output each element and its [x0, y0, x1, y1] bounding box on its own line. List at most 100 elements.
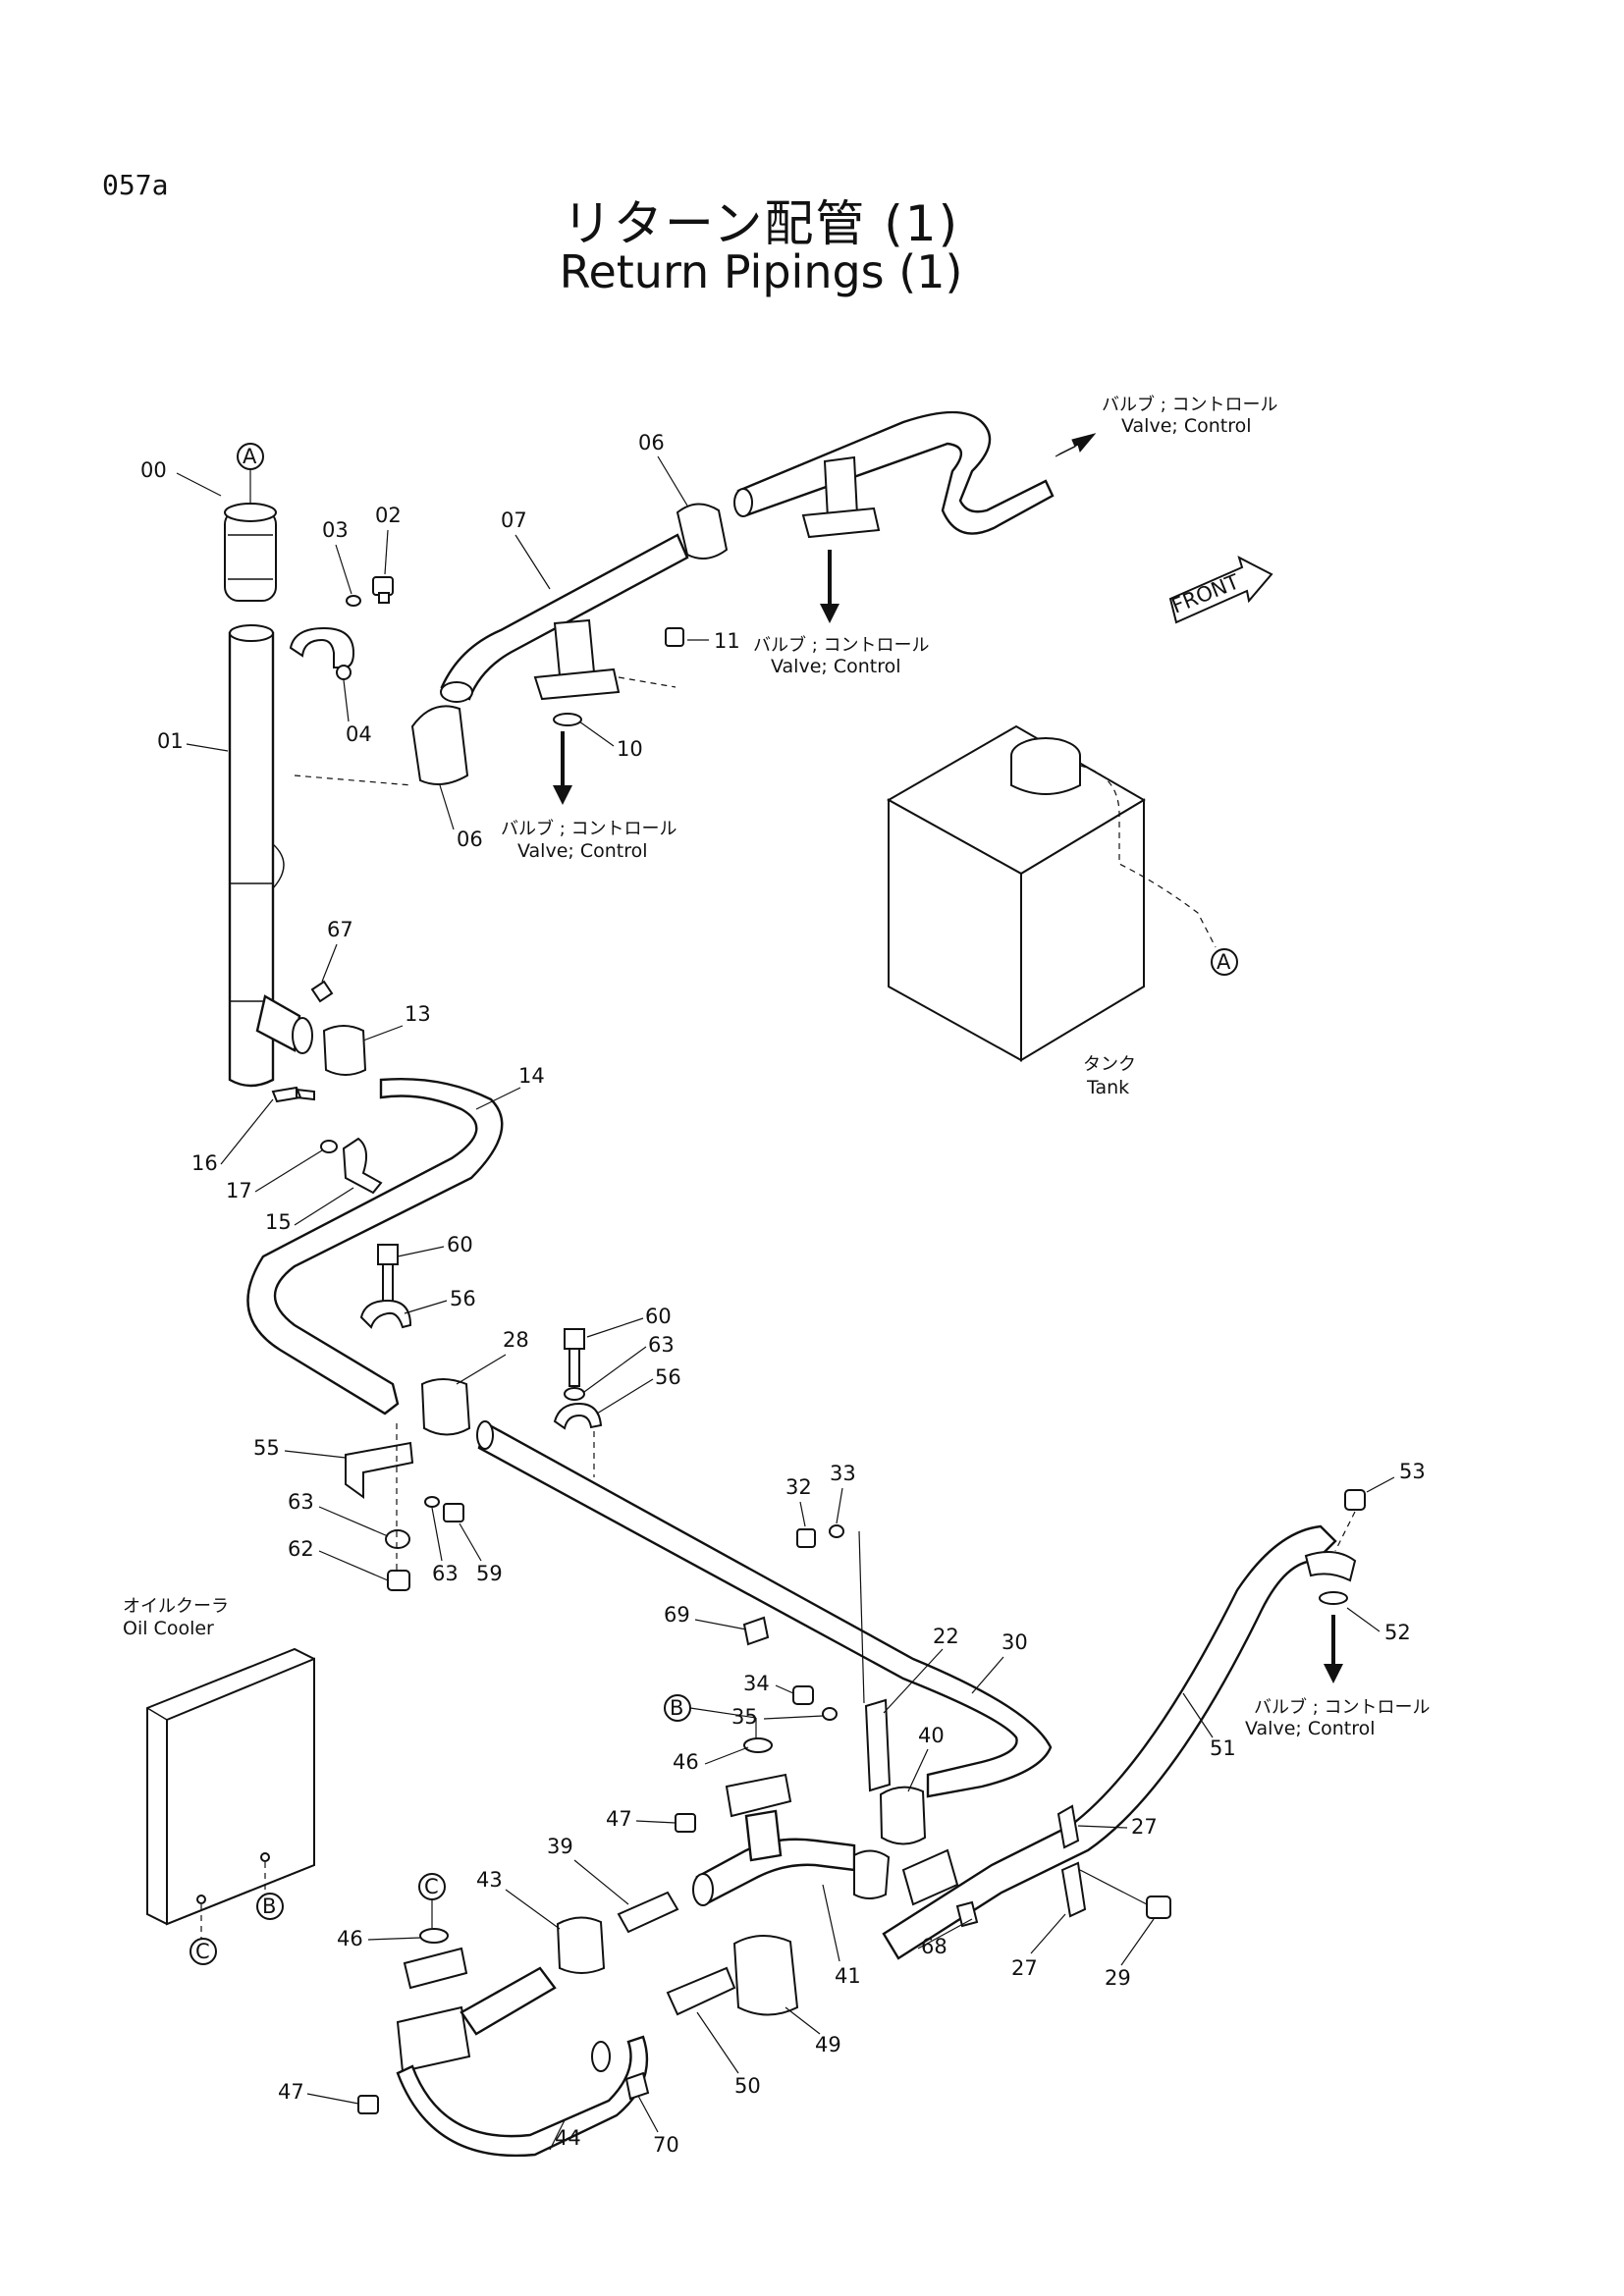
- bolt-60-mid: [564, 1328, 585, 1350]
- part-number: 56: [655, 1365, 681, 1389]
- part-number: 50: [734, 2074, 761, 2098]
- svg-text:バルブ ; コントロール: バルブ ; コントロール: [1102, 394, 1278, 415]
- hose-13: [322, 1025, 367, 1076]
- marker-a-tank: A: [1211, 948, 1238, 976]
- svg-text:Oil Cooler: Oil Cooler: [123, 1618, 214, 1639]
- oring-10: [553, 713, 582, 726]
- washer-03: [346, 595, 361, 607]
- part-number: 55: [253, 1436, 280, 1460]
- front-label: FRONT: [1168, 569, 1243, 617]
- part-number: 62: [288, 1537, 314, 1561]
- part-number: 70: [653, 2133, 679, 2157]
- bolt-02: [372, 576, 394, 604]
- part-number: 01: [157, 729, 184, 753]
- washer-33: [829, 1524, 844, 1538]
- title-japanese: リターン配管 (1): [562, 195, 960, 252]
- arrow-valve-right: [1324, 1615, 1343, 1683]
- part-number: 43: [476, 1868, 503, 1892]
- part-number: 51: [1210, 1736, 1236, 1760]
- plug-68: [955, 1900, 979, 1928]
- part-number: 46: [673, 1750, 699, 1774]
- part-number: 69: [664, 1603, 690, 1627]
- svg-text:Valve; Control: Valve; Control: [517, 840, 648, 862]
- clamp-27: [1056, 1804, 1087, 1918]
- marker-c-block: C: [418, 1873, 446, 1928]
- hose-49: [732, 1935, 799, 2016]
- part-number: 13: [405, 1002, 431, 1026]
- pipe-44: [396, 2035, 649, 2158]
- part-number: 68: [921, 1935, 947, 1958]
- part-number: 47: [606, 1807, 632, 1831]
- part-number: 47: [278, 2080, 304, 2104]
- flange-10: [533, 667, 621, 701]
- part-number: 34: [743, 1672, 770, 1695]
- callout-oil-cooler: オイルクーラ Oil Cooler: [123, 1596, 229, 1639]
- block-b: [725, 1773, 792, 1818]
- bolt-53: [1344, 1489, 1366, 1511]
- arrow-valve-mid: [820, 550, 839, 623]
- branch-pipe: [255, 980, 367, 1076]
- pipe-14: [246, 1077, 504, 1415]
- nut-34: [792, 1685, 814, 1705]
- bolt-32: [796, 1528, 816, 1548]
- washer-35: [822, 1707, 838, 1721]
- part-number: 02: [375, 504, 402, 527]
- title-english: Return Pipings (1): [559, 245, 963, 298]
- part-number: 59: [476, 1562, 503, 1585]
- part-number: 60: [447, 1233, 473, 1256]
- svg-text:オイルクーラ: オイルクーラ: [123, 1596, 229, 1617]
- oring-46-c: [419, 1928, 449, 1944]
- washer-63-mid: [424, 1496, 440, 1508]
- pipe-44-upper: [460, 1966, 557, 2036]
- pipe-top: [736, 410, 1055, 535]
- part-number: 33: [830, 1462, 856, 1485]
- part-number: 41: [835, 1964, 861, 1988]
- part-number: 63: [648, 1333, 675, 1357]
- marker-a-top: A: [237, 443, 264, 504]
- plug-69: [742, 1616, 770, 1646]
- part-number: 32: [785, 1475, 812, 1499]
- part-number: 16: [191, 1151, 218, 1175]
- svg-text:バルブ ; コントロール: バルブ ; コントロール: [1254, 1696, 1431, 1718]
- block-c: [403, 1947, 468, 1990]
- fitting-39: [617, 1891, 679, 1934]
- part-number: 11: [714, 629, 740, 653]
- marker-c-cooler: C: [189, 1938, 217, 1965]
- page-code: 057a: [102, 169, 169, 201]
- svg-text:Valve; Control: Valve; Control: [1121, 415, 1252, 437]
- arrow-valve-left: [553, 731, 572, 805]
- part-number: 27: [1011, 1956, 1038, 1980]
- bolt-47-mid: [675, 1813, 696, 1833]
- hose-43: [556, 1916, 606, 1974]
- front-arrow: FRONT: [1168, 556, 1273, 624]
- flange-top: [801, 507, 881, 539]
- hose-06-left: [410, 705, 469, 785]
- part-number: 07: [501, 508, 527, 532]
- part-number: 00: [140, 458, 167, 482]
- part-number: 03: [322, 518, 349, 542]
- part-number: 63: [288, 1490, 314, 1514]
- fitting-50: [666, 1966, 736, 2016]
- hose-40: [879, 1786, 927, 1845]
- svg-text:バルブ ; コントロール: バルブ ; コントロール: [753, 634, 930, 656]
- callout-valve-right: バルブ ; コントロール Valve; Control: [1245, 1696, 1431, 1739]
- part-number: 67: [327, 918, 353, 941]
- svg-text:Valve; Control: Valve; Control: [1245, 1718, 1376, 1739]
- svg-text:A: A: [243, 445, 257, 468]
- svg-text:C: C: [195, 1940, 210, 1963]
- flange-51: [1304, 1551, 1357, 1582]
- part-number: 04: [346, 722, 372, 746]
- part-number: 60: [645, 1305, 672, 1328]
- clamp-56-left: [359, 1299, 412, 1329]
- washer-63-top: [564, 1387, 585, 1401]
- part-number: 28: [503, 1328, 529, 1352]
- part-number: 22: [933, 1625, 959, 1648]
- bolt-59: [443, 1503, 464, 1522]
- part-number: 52: [1384, 1621, 1411, 1644]
- part-number: 10: [617, 737, 643, 761]
- part-number: 27: [1131, 1815, 1158, 1839]
- bolt-11: [665, 627, 684, 647]
- part-number: 06: [638, 431, 665, 454]
- part-number: 14: [518, 1064, 545, 1088]
